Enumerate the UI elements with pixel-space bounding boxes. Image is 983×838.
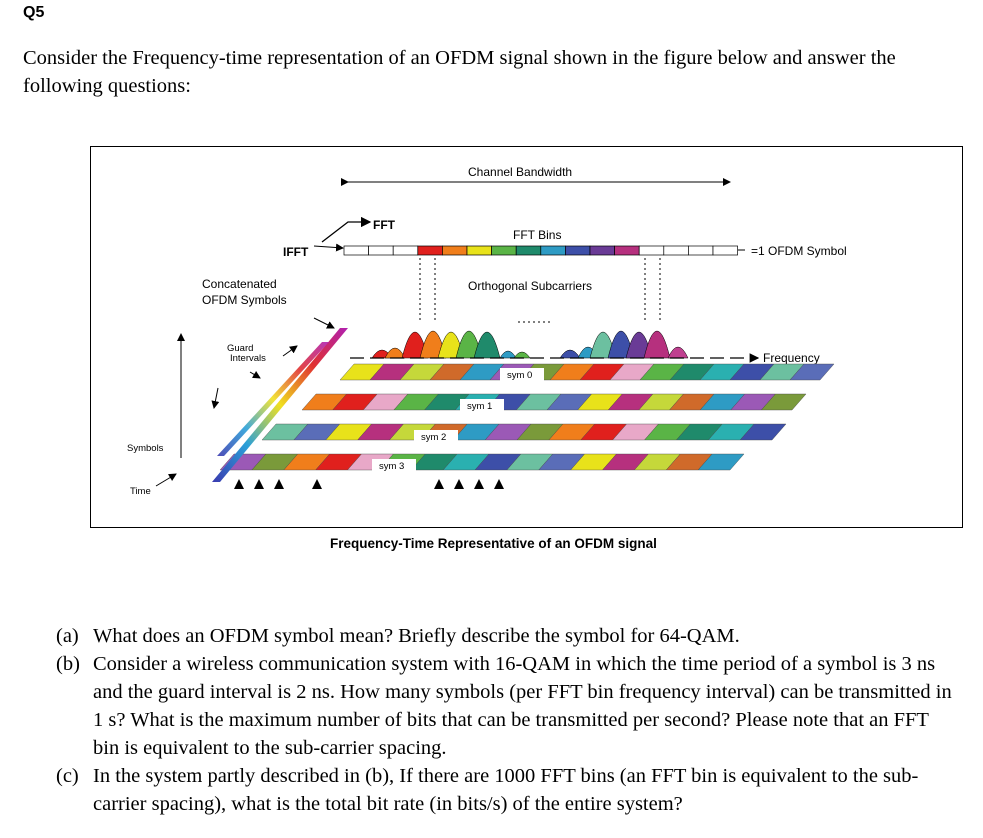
fft-bin-cell [565, 245, 591, 256]
concatenated-arrow [313, 317, 335, 329]
fft-bin-cell [368, 245, 394, 256]
sym0-label: sym 0 [507, 370, 532, 381]
fft-arrow [321, 216, 372, 243]
concatenated-label-1: Concatenated [202, 277, 277, 291]
question-a: (a) What does an OFDM symbol mean? Brief… [56, 622, 956, 650]
fft-bin-cell [663, 245, 689, 256]
sym1-label: sym 1 [467, 401, 492, 412]
figure-frame [90, 146, 963, 528]
question-a-letter: (a) [56, 625, 79, 647]
fft-bin-cell [589, 245, 615, 256]
frequency-label: Frequency [763, 351, 820, 365]
sym2-label: sym 2 [421, 432, 446, 443]
guard-label-2: Intervals [230, 353, 266, 364]
symbol-cell [739, 423, 787, 441]
time-label: Time [130, 486, 151, 497]
question-b-letter: (b) [56, 653, 80, 675]
one-ofdm-symbol-label: =1 OFDM Symbol [751, 244, 847, 258]
channel-bandwidth-label: Channel Bandwidth [468, 165, 572, 179]
symbols-label: Symbols [127, 443, 164, 454]
time-markers [234, 479, 504, 489]
fft-bin-cell [540, 245, 566, 256]
fft-bin-cell [417, 245, 443, 256]
guard-interval-strips [212, 328, 348, 482]
fft-bin-cell [392, 245, 419, 256]
question-b-text: Consider a wireless communication system… [93, 653, 952, 759]
question-number: Q5 [23, 4, 45, 21]
question-list: (a) What does an OFDM symbol mean? Brief… [56, 622, 956, 818]
question-a-text: What does an OFDM symbol mean? Briefly d… [93, 625, 740, 647]
ifft-label: IFFT [283, 245, 309, 259]
question-intro: Consider the Frequency-time representati… [23, 47, 896, 97]
fft-bin-cell [442, 245, 468, 256]
fft-bin-cell [614, 245, 640, 256]
ofdm-figure: Channel Bandwidth FFT IFFT FFT Bins =1 O… [127, 165, 847, 497]
fft-bin-cell [491, 245, 517, 256]
fft-bin-cell [515, 245, 542, 256]
subcarrier-waveforms [371, 321, 689, 359]
guard-label-1: Guard [227, 343, 253, 354]
figure-caption: Frequency-Time Representative of an OFDM… [330, 536, 657, 551]
ifft-arrow [313, 243, 344, 252]
fft-label: FFT [373, 218, 396, 232]
time-axis [155, 473, 177, 487]
question-c: (c) In the system partly described in (b… [56, 762, 956, 818]
fft-bin-cell [466, 245, 492, 256]
concatenated-label-2: OFDM Symbols [202, 293, 287, 307]
fft-bins-label: FFT Bins [513, 228, 561, 242]
symbol-cell [697, 453, 745, 471]
question-c-text: In the system partly described in (b), I… [93, 765, 919, 815]
fft-bin-cell [712, 245, 738, 256]
symbol-cell [760, 393, 807, 411]
question-c-letter: (c) [56, 765, 79, 787]
fft-bin-cell [688, 245, 714, 256]
fft-bins-bar [343, 245, 738, 256]
orthogonal-subcarriers-label: Orthogonal Subcarriers [468, 279, 592, 293]
bin-guide-lines [419, 258, 661, 321]
fft-bin-cell [638, 245, 665, 256]
symbol-cell [789, 363, 835, 381]
question-b: (b) Consider a wireless communication sy… [56, 650, 956, 762]
fft-bin-cell [343, 245, 369, 256]
guard-arrow [282, 345, 298, 357]
sym3-label: sym 3 [379, 461, 404, 472]
